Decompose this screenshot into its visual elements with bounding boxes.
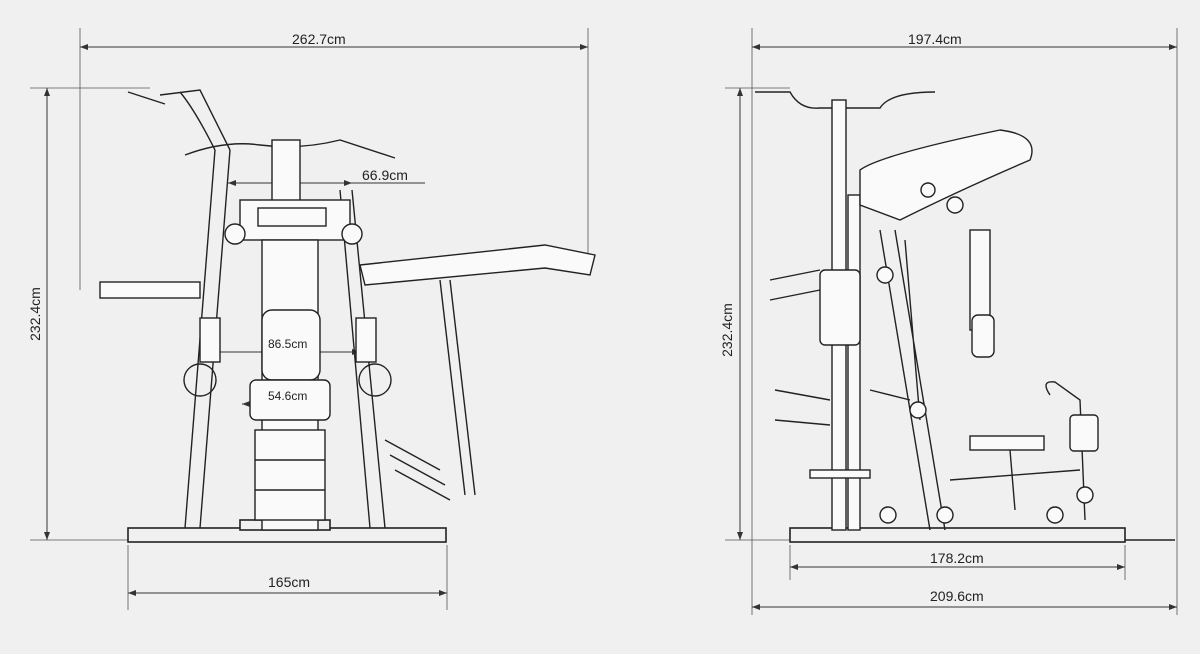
side-overall-height-label: 232.4cm: [718, 303, 735, 357]
side-dimension-lines: [725, 28, 1178, 615]
side-view-machine: [755, 91, 1175, 543]
front-seat-area-width-label: 86.5cm: [268, 337, 308, 351]
side-base-length-label: 178.2cm: [930, 550, 984, 566]
side-total-length-label: 209.6cm: [930, 588, 984, 604]
front-overall-height-label: 232.4cm: [26, 287, 43, 341]
front-overall-width-label: 262.7cm: [292, 31, 346, 47]
front-view-machine: [99, 89, 596, 543]
front-base-width-label: 165cm: [268, 574, 311, 590]
side-overall-depth-label: 197.4cm: [908, 31, 962, 47]
front-upper-width-label: 66.9cm: [362, 167, 408, 183]
front-seat-width-label: 54.6cm: [268, 389, 308, 403]
